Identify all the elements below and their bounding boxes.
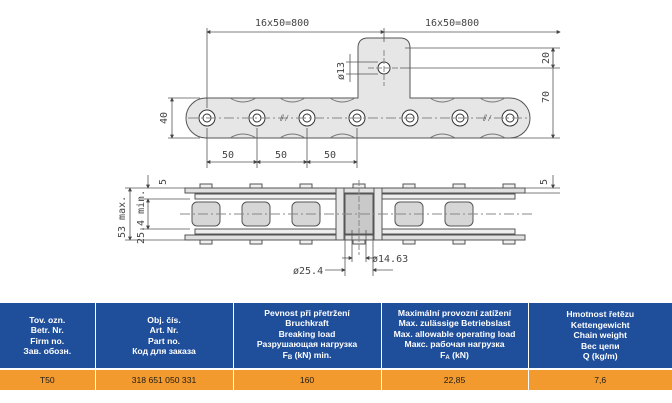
dim-pin-dia: ø14.63 [372,254,408,265]
table-row: T50 318 651 050 331 160 22,85 7,6 [0,368,672,390]
header-part-no: Obj. čís. Art. Nr. Part no. Код для зака… [94,303,233,369]
technical-drawing: ⫽⁄ ⫽⁄ 16x50=800 16x50=800 ø13 20 70 40 [117,18,561,277]
dim-top-right: 16x50=800 [425,18,479,29]
dim-hole-dia: ø13 [336,62,347,80]
header-breaking-load: Pevnost při přetržení Bruchkraft Breakin… [232,303,381,369]
dim-5-left: 5 [158,179,169,185]
top-dimensions [168,28,561,168]
dim-53-max: 53 max. [117,196,128,238]
dim-25-4-min: 25.4 min. [136,190,147,244]
cell-breaking-load: 160 [232,368,381,390]
cell-part-no: 318 651 050 331 [94,368,233,390]
svg-text:⫽⁄: ⫽⁄ [279,114,289,124]
spec-table: Tov. ozn. Betr. Nr. Firm no. Зав. обозн.… [0,303,672,390]
table-header-row: Tov. ozn. Betr. Nr. Firm no. Зав. обозн.… [0,303,672,369]
dim-5-right: 5 [539,179,550,185]
header-chain-weight: Hmotnost řetězu Kettengewicht Chain weig… [527,303,672,369]
cell-allowable-load: 22,85 [380,368,528,390]
side-dimensions [125,175,560,276]
header-firm-no: Tov. ozn. Betr. Nr. Firm no. Зав. обозн. [0,303,95,369]
svg-text:⫽⁄: ⫽⁄ [482,114,492,124]
header-allowable-load: Maximální provozní zatížení Max. zulässi… [380,303,528,369]
dim-pitch-3: 50 [324,150,336,161]
chain-top-view: ⫽⁄ ⫽⁄ [185,37,531,139]
cell-chain-weight: 7,6 [527,368,672,390]
dim-70: 70 [541,91,552,103]
dim-40: 40 [159,112,170,124]
dim-roller-dia: ø25.4 [293,266,323,277]
chain-side-view [180,180,535,255]
dim-pitch-2: 50 [275,150,287,161]
dim-20: 20 [541,52,552,64]
cell-firm-no: T50 [0,368,95,390]
dim-top-left: 16x50=800 [255,18,309,29]
dim-pitch-1: 50 [222,150,234,161]
